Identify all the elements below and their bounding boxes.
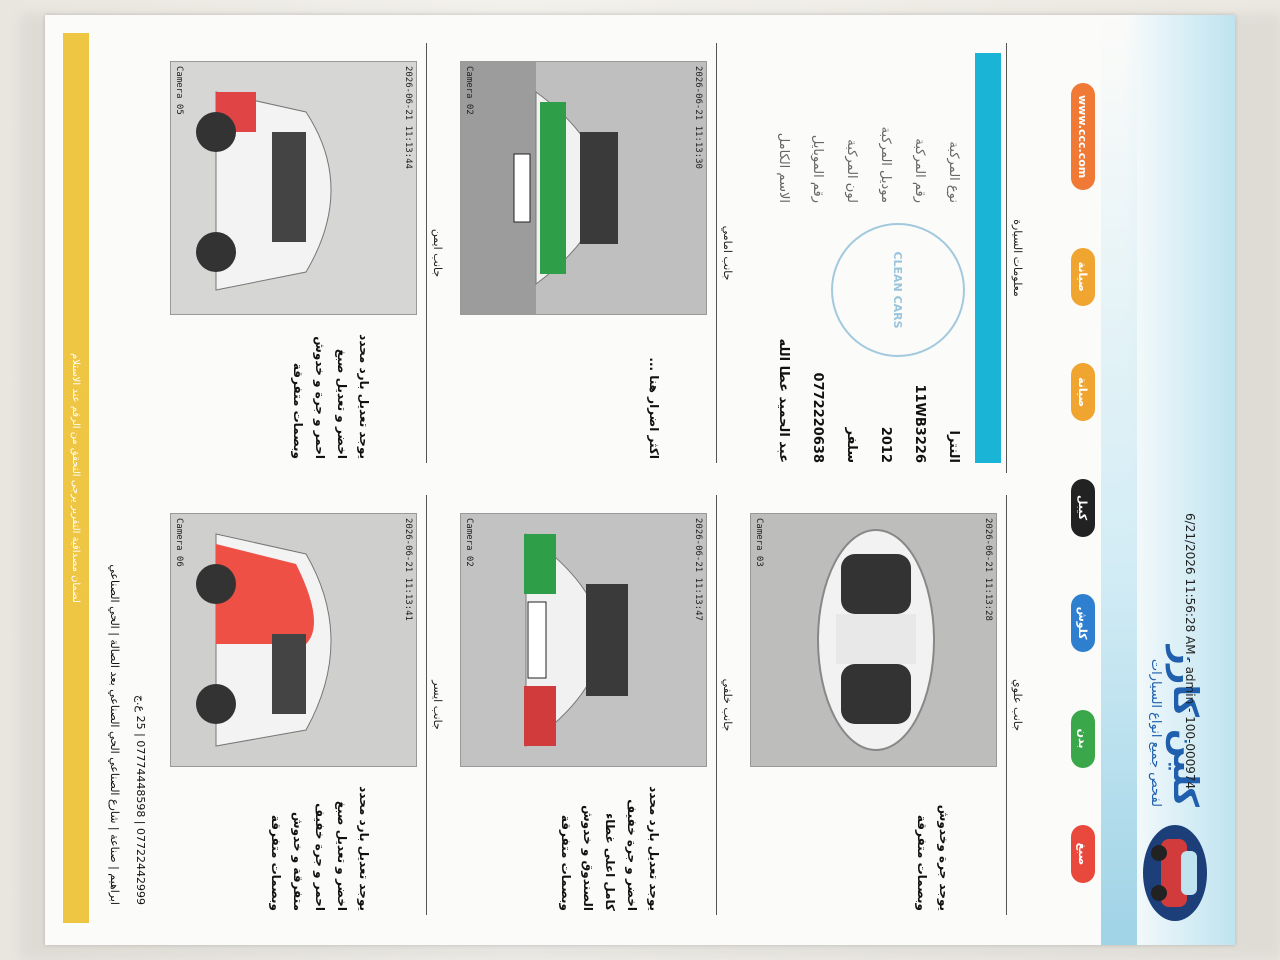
- panel-title: جانب ايسر: [426, 495, 445, 915]
- car-info-row: رقم المركبة 11WB3226: [907, 53, 933, 463]
- car-info-label: موديل المركبة: [878, 126, 894, 203]
- car-left-image: [171, 514, 416, 766]
- panel-left: جانب ايسر 2026-06-21 11:13:41 Camera 06 …: [165, 495, 445, 915]
- car-logo-icon: [1143, 825, 1207, 921]
- car-info-label: لون المركبة: [844, 139, 860, 203]
- car-info-label: الاسم الكامل: [776, 132, 792, 203]
- report-meta: 6/21/2026 11:56:28 AM - admin - 100-0009…: [1183, 513, 1197, 790]
- car-photo-left: 2026-06-21 11:13:41 Camera 06: [170, 513, 417, 767]
- car-info-label: رقم الموبايل: [810, 134, 826, 203]
- service-pill: كيبل: [1071, 478, 1095, 537]
- photo-camera: Camera 06: [174, 518, 184, 567]
- panel-title: جانب علوي: [1006, 495, 1025, 915]
- photo-timestamp: 2026-06-21 11:13:28: [983, 518, 993, 621]
- car-front-image: [461, 62, 706, 314]
- brand-subtitle: لفحص جميع انواع السيارات: [1148, 658, 1163, 807]
- panel-back: جانب خلفي 2026-06-21 11:13:47 Camera 02 …: [455, 495, 735, 915]
- service-pill: www.ccc.com: [1071, 83, 1095, 191]
- car-info-value: 0772220638: [810, 372, 826, 463]
- car-info-title: معلومات السيارة: [1006, 43, 1025, 473]
- service-pill: صيانة: [1071, 247, 1095, 306]
- service-pills: صبغ بدن كلوش كيبل صيانة صيانة www.ccc.com: [1071, 83, 1095, 883]
- car-photo-top: 2026-06-21 11:13:28 Camera 03: [750, 513, 997, 767]
- damage-note: اكثر اضرار هنا ...: [647, 357, 661, 459]
- service-pill: كلوش: [1071, 594, 1095, 653]
- panel-title: جانب خلفي: [716, 495, 735, 915]
- inspection-report-sheet: كلين كارز لفحص جميع انواع السيارات 6/21/…: [45, 15, 1235, 945]
- car-right-image: [171, 62, 416, 314]
- photo-camera: Camera 05: [174, 66, 184, 115]
- car-info-value: 2012: [878, 426, 894, 463]
- damage-note: يوجد تعديل بارد محدد اخضر و جرة خفيف كام…: [559, 786, 661, 911]
- report-footer: 07722442999 | 07774448598 | 25 ع.ج ابراه…: [63, 33, 155, 923]
- car-back-image: [461, 514, 706, 766]
- footer-address: ابراهيم | صناعة | شارع الصناعي الحي الصن…: [108, 564, 121, 905]
- car-info-row: نوع المركبة النترا: [941, 53, 967, 463]
- photo-camera: Camera 02: [464, 66, 474, 115]
- car-info-row: رقم الموبايل 0772220638: [805, 53, 831, 463]
- car-info-bar: [975, 53, 1001, 463]
- car-photo-back: 2026-06-21 11:13:47 Camera 02: [460, 513, 707, 767]
- damage-note: يوجد تعديل بارد محدد اخضر و تعديل صبغ اح…: [269, 786, 371, 911]
- car-top-view-image: [751, 514, 996, 766]
- damage-note: يوجد تعديل بارد محدد اخضر و تعديل صبغ اح…: [291, 334, 371, 459]
- car-info-label: رقم المركبة: [912, 138, 928, 203]
- car-info-label: نوع المركبة: [946, 141, 962, 203]
- car-info-value: سلفر: [844, 427, 860, 463]
- car-info-row: لون المركبة سلفر: [839, 53, 865, 463]
- panel-top: جانب علوي 2026-06-21 11:13:28 Camera 03 …: [745, 495, 1025, 915]
- car-info-value: 11WB3226: [912, 384, 928, 463]
- photo-camera: Camera 03: [754, 518, 764, 567]
- footer-band: لضمان مصداقية التقرير يرجى التحقق من الر…: [63, 33, 89, 923]
- footer-phones: 07722442999 | 07774448598 | 25 ع.ج: [134, 694, 147, 905]
- header-accent: [1101, 15, 1137, 945]
- photo-timestamp: 2026-06-21 11:13:30: [693, 66, 703, 169]
- car-info-value: عبد الحميد عطا الله: [776, 338, 792, 463]
- service-pill: صيانة: [1071, 363, 1095, 422]
- service-pill: صبغ: [1071, 824, 1095, 883]
- panel-front: جانب امامي 2026-06-21 11:13:30 Camera 02…: [455, 43, 735, 463]
- panel-right: جانب ايمن 2026-06-21 11:13:44 Camera 05 …: [165, 43, 445, 463]
- report-header: كلين كارز لفحص جميع انواع السيارات 6/21/…: [1025, 15, 1235, 945]
- car-photo-front: 2026-06-21 11:13:30 Camera 02: [460, 61, 707, 315]
- photo-timestamp: 2026-06-21 11:13:44: [403, 66, 413, 169]
- car-photo-right: 2026-06-21 11:13:44 Camera 05: [170, 61, 417, 315]
- car-info-row: موديل المركبة 2012: [873, 53, 899, 463]
- panel-title: جانب امامي: [716, 43, 735, 463]
- photo-timestamp: 2026-06-21 11:13:47: [693, 518, 703, 621]
- car-info-row: الاسم الكامل عبد الحميد عطا الله: [771, 53, 797, 463]
- service-pill: بدن: [1071, 709, 1095, 768]
- panel-title: جانب ايمن: [426, 43, 445, 463]
- car-info-value: النترا: [946, 430, 962, 464]
- photo-camera: Camera 02: [464, 518, 474, 567]
- damage-note: يوجد جرة وخدوش وبصمات متفرقة: [915, 804, 951, 911]
- photo-timestamp: 2026-06-21 11:13:41: [403, 518, 413, 621]
